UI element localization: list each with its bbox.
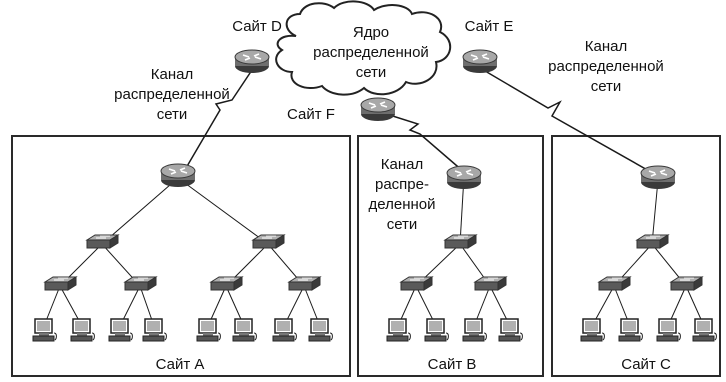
workstation-icon <box>232 318 258 342</box>
site-c-box <box>551 135 721 377</box>
wan-left-label-line2: распределенной <box>114 86 230 103</box>
router-icon <box>360 97 396 122</box>
switch-icon <box>400 276 433 291</box>
workstation-icon <box>308 318 334 342</box>
workstation-icon <box>70 318 96 342</box>
wan-link-d-to-a <box>185 69 253 169</box>
router-icon <box>462 49 498 74</box>
workstation-icon <box>142 318 168 342</box>
switch-icon <box>44 276 77 291</box>
switch-icon <box>288 276 321 291</box>
site-b-label: Сайт B <box>427 356 477 373</box>
wan-right-label-line1: Канал <box>584 38 628 55</box>
switch-icon <box>124 276 157 291</box>
wan-right-label-line3: сети <box>590 78 622 95</box>
wan-mid-label-line1: Канал <box>380 156 424 173</box>
workstation-icon <box>108 318 134 342</box>
workstation-icon <box>272 318 298 342</box>
router-icon <box>234 49 270 74</box>
site-c-links <box>591 179 705 327</box>
site-a-label: Сайт A <box>155 356 205 373</box>
workstation-icon <box>196 318 222 342</box>
wan-link-f-to-b <box>379 111 465 173</box>
workstation-icon <box>580 318 606 342</box>
workstation-icon <box>692 318 718 342</box>
workstation-icon <box>656 318 682 342</box>
switch-icon <box>252 234 285 249</box>
core-label-line3: сети <box>355 64 387 81</box>
workstation-icon <box>424 318 450 342</box>
site-b-box <box>357 135 544 377</box>
switch-icon <box>474 276 507 291</box>
wan-left-label-line1: Канал <box>150 66 194 83</box>
switch-icon <box>670 276 703 291</box>
site-a-box <box>11 135 351 377</box>
site-e-label: Сайт E <box>464 18 514 35</box>
wan-left-label-line3: сети <box>156 106 188 123</box>
workstation-icon <box>32 318 58 342</box>
switch-icon <box>444 234 477 249</box>
switch-icon <box>210 276 243 291</box>
site-d-label: Сайт D <box>232 18 282 35</box>
router-icon <box>640 165 676 190</box>
wan-mid-label-line2: распре- <box>375 176 429 193</box>
workstation-icon <box>618 318 644 342</box>
wan-core-cloud <box>275 0 451 96</box>
switch-icon <box>598 276 631 291</box>
workstation-icon <box>462 318 488 342</box>
switch-icon <box>636 234 669 249</box>
core-label-line2: распределенной <box>313 44 429 61</box>
wan-mid-label-line3: деленной <box>368 196 436 213</box>
router-icon <box>446 165 482 190</box>
wan-right-label-line2: распределенной <box>548 58 664 75</box>
wan-link-e-to-c <box>479 67 659 177</box>
core-label-line1: Ядро <box>352 24 390 41</box>
site-a-links <box>43 177 321 327</box>
workstation-icon <box>498 318 524 342</box>
wan-mid-label-line4: сети <box>386 216 418 233</box>
site-f-label: Сайт F <box>287 106 335 123</box>
workstation-icon <box>386 318 412 342</box>
switch-icon <box>86 234 119 249</box>
site-c-label: Сайт C <box>621 356 671 373</box>
router-icon <box>160 163 196 188</box>
